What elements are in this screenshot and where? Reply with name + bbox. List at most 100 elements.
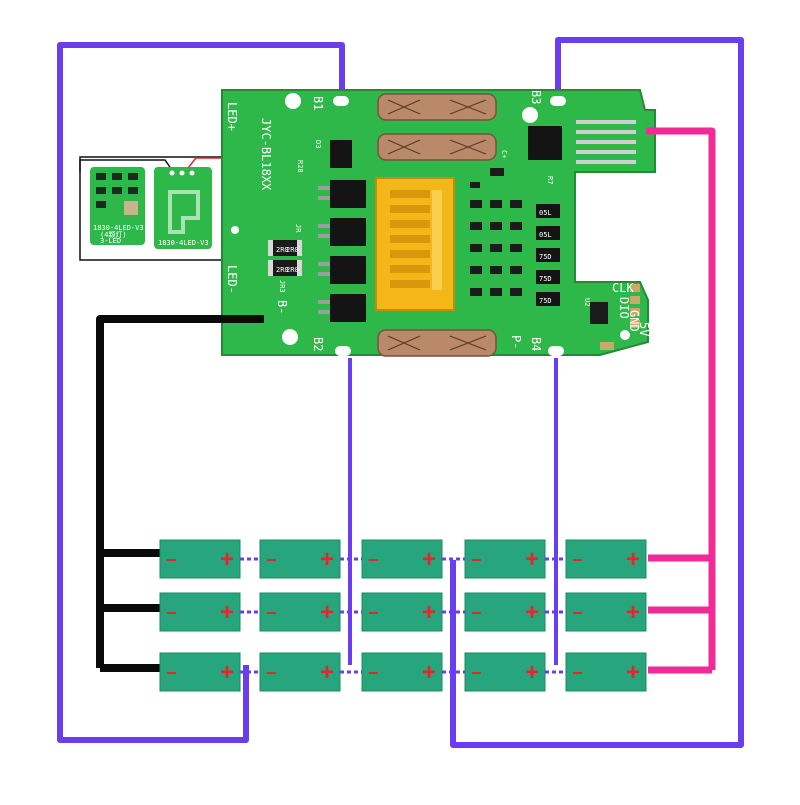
res-code-1: 05L bbox=[539, 231, 552, 239]
wire-b1-loop bbox=[57, 42, 345, 743]
cell-minus-sign: − bbox=[166, 603, 177, 623]
cell-body bbox=[565, 539, 647, 579]
label-led-minus: LED- bbox=[225, 265, 239, 294]
smd-code-0: 2R0 bbox=[276, 246, 289, 254]
cell-body bbox=[259, 592, 341, 632]
smd-resistors bbox=[268, 240, 302, 276]
pad-b1 bbox=[333, 96, 349, 106]
cell-minus-sign: − bbox=[471, 603, 482, 623]
label-b-minus: B- bbox=[275, 300, 289, 314]
wire-p-plus bbox=[646, 127, 716, 670]
led-button bbox=[124, 201, 138, 215]
cell-minus-sign: − bbox=[471, 550, 482, 570]
cell-plus-sign: + bbox=[626, 599, 640, 626]
cell-minus-sign: − bbox=[266, 603, 277, 623]
cell-links bbox=[240, 557, 566, 674]
sense-resistors bbox=[536, 204, 560, 306]
battery-cell: −+ bbox=[565, 539, 647, 579]
label-jr: JR bbox=[294, 224, 302, 233]
res-code-4: 75D bbox=[539, 297, 552, 305]
cell-minus-sign: − bbox=[266, 663, 277, 683]
led-board-right bbox=[154, 167, 212, 249]
cell-body bbox=[259, 539, 341, 579]
led-wire-black bbox=[79, 159, 173, 172]
label-b1: B1 bbox=[311, 96, 325, 110]
cell-minus-sign: − bbox=[368, 550, 379, 570]
cell-plus-sign: + bbox=[220, 546, 234, 573]
pad-b3 bbox=[550, 96, 566, 106]
label-b3: B3 bbox=[529, 90, 543, 104]
cell-body bbox=[464, 592, 546, 632]
pad-b4 bbox=[548, 346, 564, 356]
cell-minus-sign: − bbox=[166, 550, 177, 570]
battery-cell: −+ bbox=[159, 652, 241, 692]
pin-5v: 5V bbox=[637, 322, 651, 336]
cell-plus-sign: + bbox=[422, 599, 436, 626]
cell-body bbox=[361, 592, 443, 632]
battery-cell: −+ bbox=[565, 592, 647, 632]
battery-cell: −+ bbox=[361, 592, 443, 632]
cell-body bbox=[159, 539, 241, 579]
cell-array: −+−+−+−+−+−+−+−+−+−+−+−+−+−+−+ bbox=[159, 539, 647, 692]
cell-plus-sign: + bbox=[220, 599, 234, 626]
battery-cell: −+ bbox=[361, 652, 443, 692]
cell-plus-sign: + bbox=[220, 659, 234, 686]
cell-minus-sign: − bbox=[266, 550, 277, 570]
led-board-right-trace bbox=[168, 190, 200, 234]
battery-cell: −+ bbox=[464, 592, 546, 632]
label-b2: B2 bbox=[311, 337, 325, 351]
battery-cell: −+ bbox=[565, 652, 647, 692]
battery-cell: −+ bbox=[159, 592, 241, 632]
led-label-right: 1830-4LED-V3 bbox=[158, 239, 209, 247]
cell-body bbox=[159, 652, 241, 692]
cell-plus-sign: + bbox=[320, 546, 334, 573]
battery-cell: −+ bbox=[259, 652, 341, 692]
label-led-plus: LED+ bbox=[225, 102, 239, 131]
battery-cell: −+ bbox=[464, 539, 546, 579]
cell-plus-sign: + bbox=[525, 659, 539, 686]
label-d3: D3 bbox=[314, 140, 322, 148]
board-model: JYC-BL18XX bbox=[259, 118, 273, 191]
led-board-left bbox=[90, 167, 145, 245]
cell-minus-sign: − bbox=[572, 550, 583, 570]
cell-body bbox=[259, 652, 341, 692]
battery-cell: −+ bbox=[464, 652, 546, 692]
pin-gnd: GND bbox=[627, 310, 641, 332]
smd-code-2: 2R0 bbox=[276, 266, 289, 274]
wire-b3-loop bbox=[450, 37, 744, 748]
led-label-left: 1830-4LED-V3 bbox=[93, 224, 144, 232]
cell-minus-sign: − bbox=[166, 663, 177, 683]
cell-minus-sign: − bbox=[368, 663, 379, 683]
cell-minus-sign: − bbox=[572, 603, 583, 623]
res-code-3: 75D bbox=[539, 275, 552, 283]
cell-plus-sign: + bbox=[626, 546, 640, 573]
cell-plus-sign: + bbox=[320, 599, 334, 626]
cell-plus-sign: + bbox=[320, 659, 334, 686]
label-jr3: JR3 bbox=[278, 280, 286, 293]
battery-cell: −+ bbox=[259, 592, 341, 632]
label-p-minus: P- bbox=[509, 335, 523, 349]
cell-plus-sign: + bbox=[626, 659, 640, 686]
battery-cell: −+ bbox=[159, 539, 241, 579]
label-u2: U2 bbox=[583, 298, 591, 306]
battery-cell: −+ bbox=[259, 539, 341, 579]
label-b4: B4 bbox=[529, 337, 543, 351]
res-code-0: 05L bbox=[539, 209, 552, 217]
smd-code-3: 2R0 bbox=[286, 266, 299, 274]
led-module: 1830-4LED-V3 (4颗灯) 3-LED 1830-4LED-V3 bbox=[79, 156, 231, 261]
bms-board: 2R0 2R0 2R0 2R0 05L 05L 75D 75D 75D bbox=[221, 89, 656, 357]
led-label-left-sub2: 3-LED bbox=[100, 237, 121, 245]
label-r28: R28 bbox=[296, 160, 304, 173]
cell-body bbox=[361, 539, 443, 579]
label-c-plus: C+ bbox=[500, 150, 508, 158]
cell-minus-sign: − bbox=[572, 663, 583, 683]
res-code-2: 75D bbox=[539, 253, 552, 261]
mosfet-array bbox=[330, 180, 366, 322]
cell-minus-sign: − bbox=[368, 603, 379, 623]
label-r7: R7 bbox=[546, 176, 554, 184]
cell-plus-sign: + bbox=[525, 599, 539, 626]
pad-b2 bbox=[335, 346, 351, 356]
pin-clk: CLK bbox=[612, 281, 634, 295]
